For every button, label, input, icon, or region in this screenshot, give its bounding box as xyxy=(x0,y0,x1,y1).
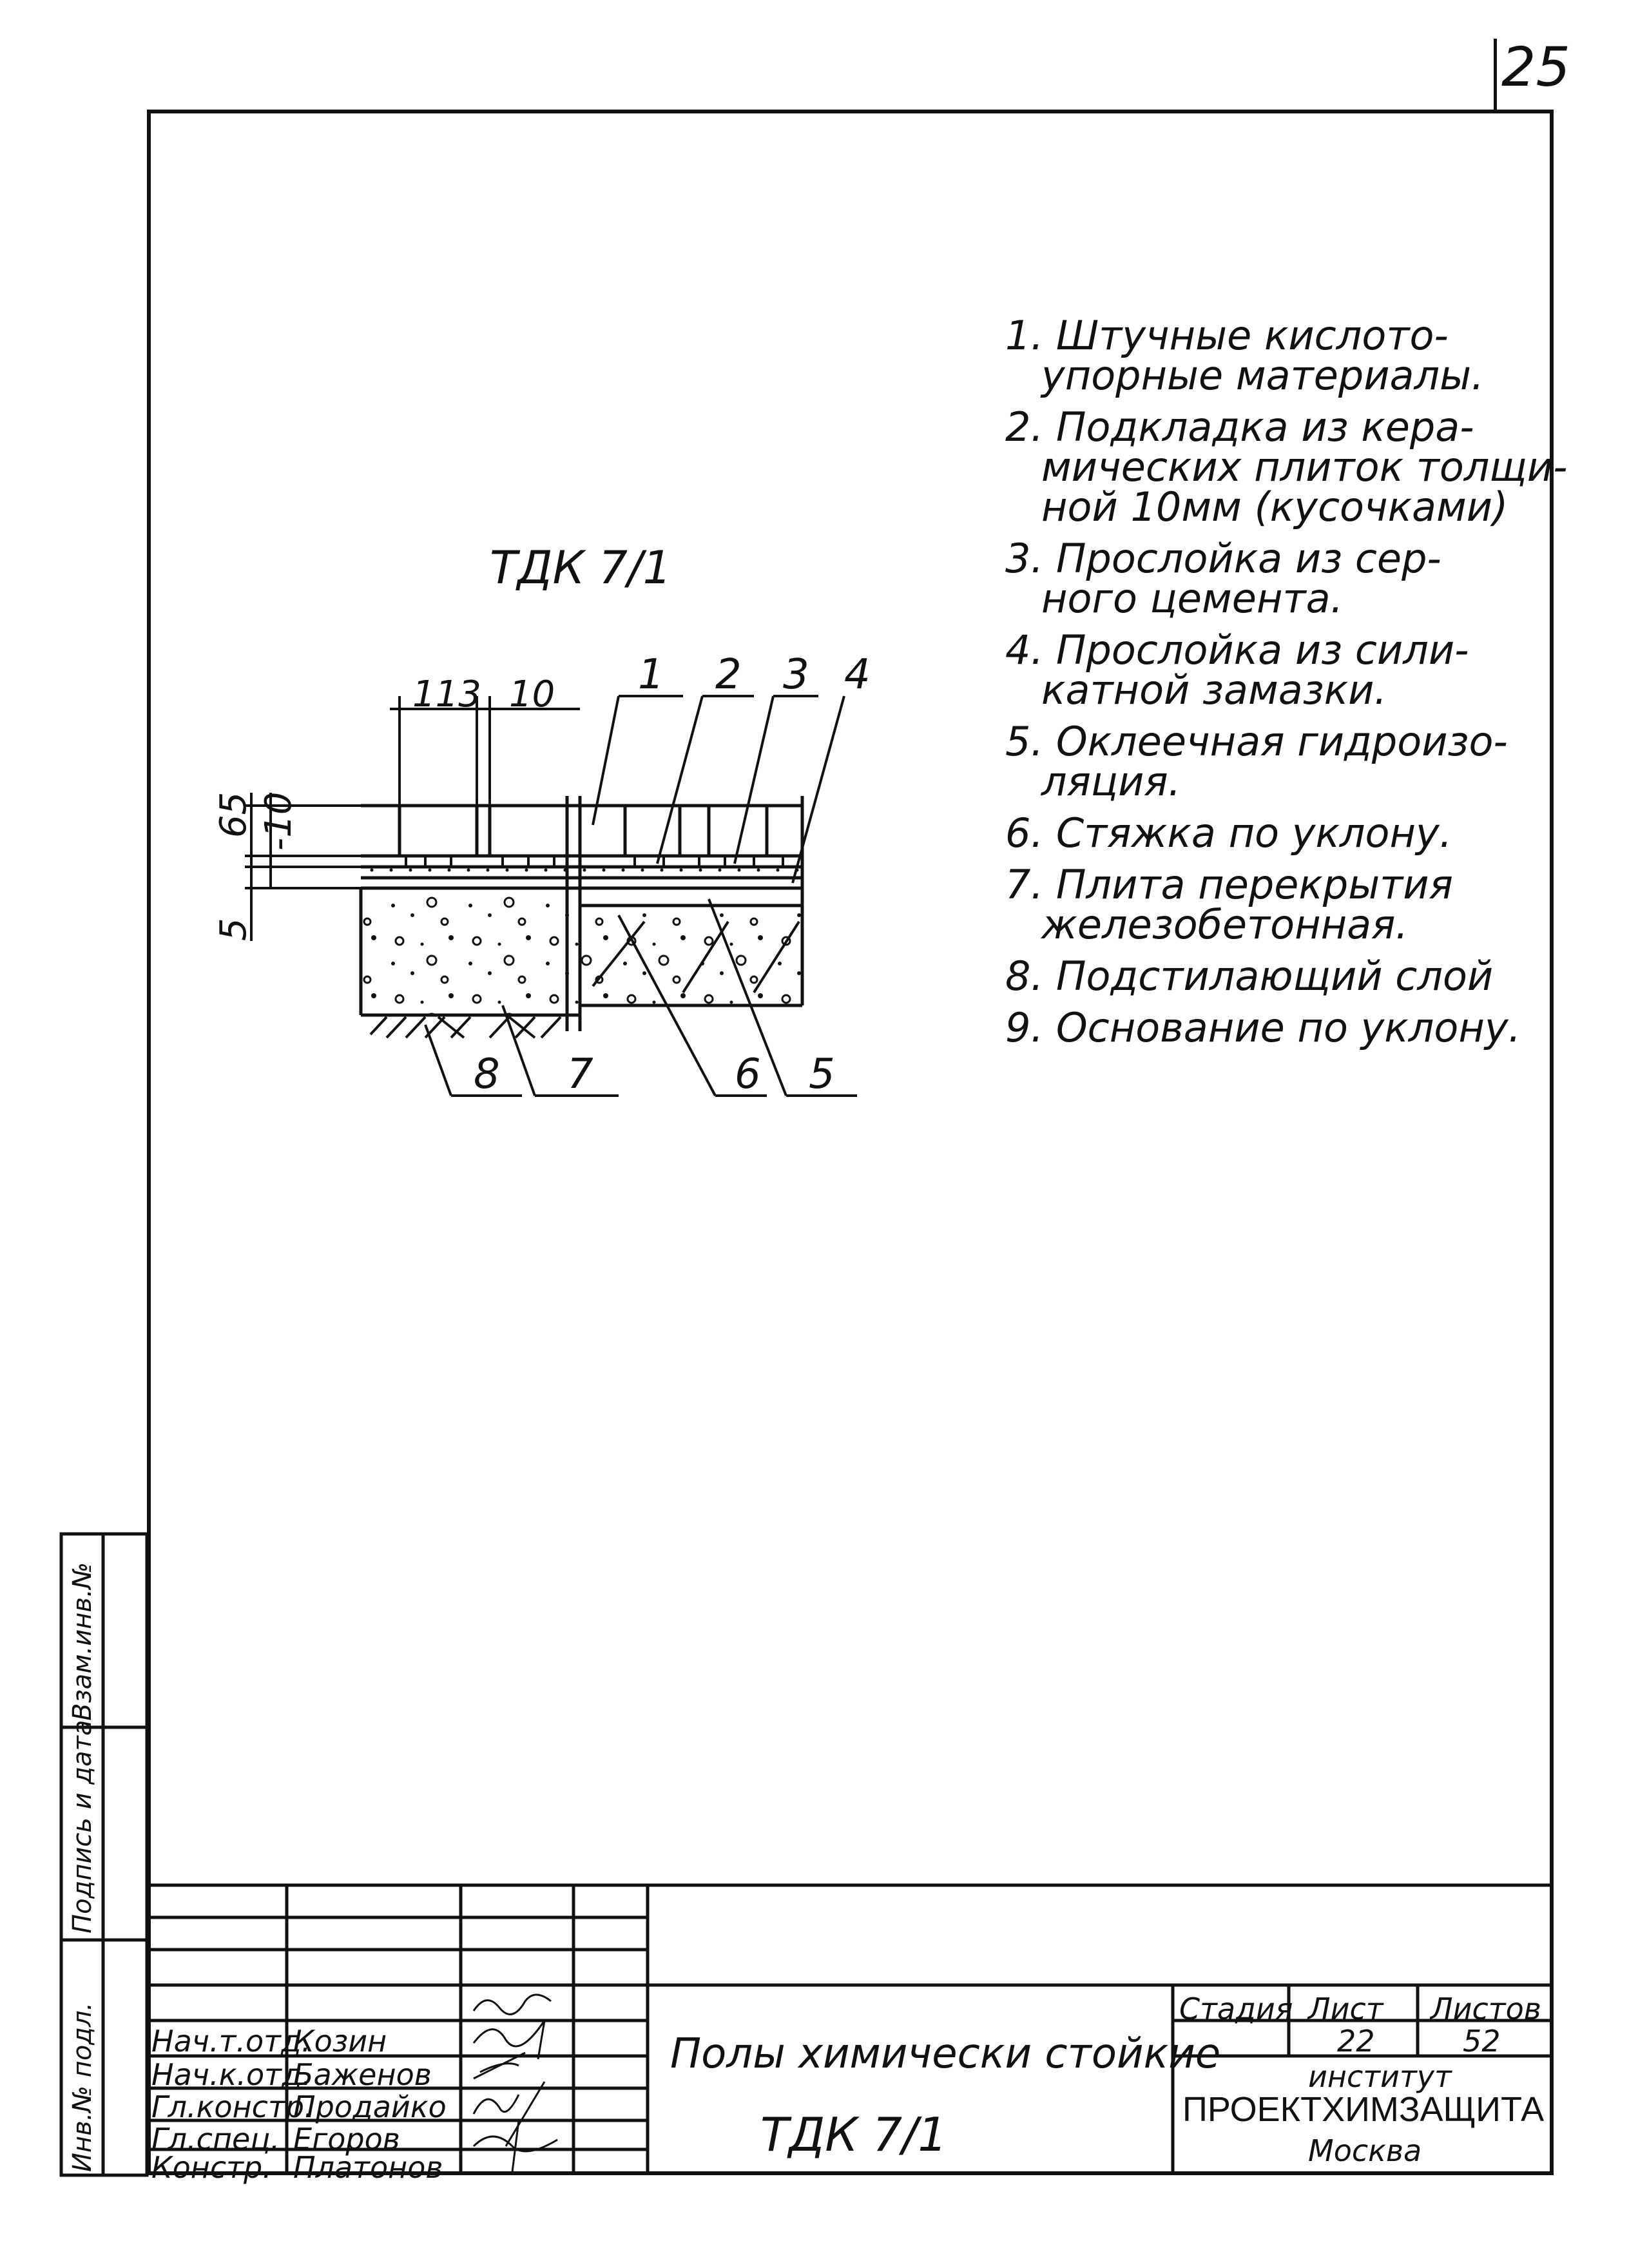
name-1: Козин xyxy=(293,2024,387,2059)
dimension-lines xyxy=(245,696,580,941)
org-line-3: Москва xyxy=(1308,2133,1422,2168)
sheet-value: 22 xyxy=(1337,2024,1375,2059)
role-1: Нач.т.отд. xyxy=(151,2024,311,2059)
org-line-1: институт xyxy=(1308,2059,1452,2094)
callout-2: 2 xyxy=(715,651,742,699)
side-stamp-inv-podl: Инв.№ подл. xyxy=(68,2002,97,2172)
name-2: Баженов xyxy=(293,2057,432,2092)
side-stamp-vzam-inv: Взам.инв.№ xyxy=(68,1562,97,1721)
drawing-title: ТДК 7/1 xyxy=(490,541,672,594)
legend-item-6: 6. Стяжка по уклону. xyxy=(1005,809,1452,857)
role-4: Гл.спец. xyxy=(151,2122,280,2157)
signatures xyxy=(472,1993,558,2173)
side-stamp-lines xyxy=(59,1532,149,2177)
section-left xyxy=(359,796,582,1039)
sheets-value: 52 xyxy=(1463,2024,1501,2059)
callout-6: 6 xyxy=(735,1051,761,1098)
role-3: Гл.констр. xyxy=(151,2089,314,2124)
org-line-2: ПРОЕКТХИМЗАЩИТА xyxy=(1182,2090,1545,2129)
callout-7: 7 xyxy=(567,1051,593,1098)
legend-item-5: 5. Оклеечная гидроизо- ляция. xyxy=(1005,718,1508,805)
document-code: ТДК 7/1 xyxy=(760,2108,948,2162)
section-right xyxy=(565,796,804,1031)
callout-leaders xyxy=(424,695,857,1097)
role-5: Констр. xyxy=(151,2150,272,2185)
dimension-10-top: 10 xyxy=(509,674,555,715)
document-title: Полы химически стойкие xyxy=(670,2030,1221,2078)
stage-label: Стадия xyxy=(1179,1992,1293,2026)
callout-3: 3 xyxy=(783,651,809,699)
dimension-10-side: -10 xyxy=(258,791,300,851)
legend-item-4: 4. Прослойка из сили- катной замазки. xyxy=(1005,626,1469,713)
drawing-frame xyxy=(147,110,1554,2175)
role-2: Нач.к.отд. xyxy=(151,2057,312,2092)
name-4: Егоров xyxy=(293,2122,400,2157)
name-5: Платонов xyxy=(293,2150,443,2185)
callout-4: 4 xyxy=(844,651,871,699)
side-stamp-podpis-data: Подпись и дата xyxy=(68,1720,97,1934)
legend-item-3: 3. Прослойка из сер- ного цемента. xyxy=(1005,535,1441,622)
page-number-bar xyxy=(1494,39,1497,110)
sheets-label: Листов xyxy=(1431,1992,1541,2026)
callout-5: 5 xyxy=(809,1051,835,1098)
callout-8: 8 xyxy=(474,1051,500,1098)
page-number: 25 xyxy=(1501,35,1570,99)
callout-1: 1 xyxy=(638,651,664,699)
sheet-label: Лист xyxy=(1308,1992,1383,2026)
legend-item-2: 2. Подкладка из кера- мических плиток то… xyxy=(1005,403,1568,530)
dimension-5: 5 xyxy=(213,918,255,941)
name-3: Продайко xyxy=(293,2089,447,2124)
legend-item-9: 9. Основание по уклону. xyxy=(1005,1004,1521,1051)
legend-item-8: 8. Подстилающий слой xyxy=(1005,953,1494,1000)
dimension-65: 65 xyxy=(213,791,255,838)
legend-item-1: 1. Штучные кислото- упорные материалы. xyxy=(1005,312,1484,399)
dimension-113: 113 xyxy=(412,674,481,715)
title-block-lines xyxy=(147,1883,1554,2175)
legend-item-7: 7. Плита перекрытия железобетонная. xyxy=(1005,861,1453,948)
legend: 1. Штучные кислото- упорные материалы. 2… xyxy=(1005,316,1567,1048)
